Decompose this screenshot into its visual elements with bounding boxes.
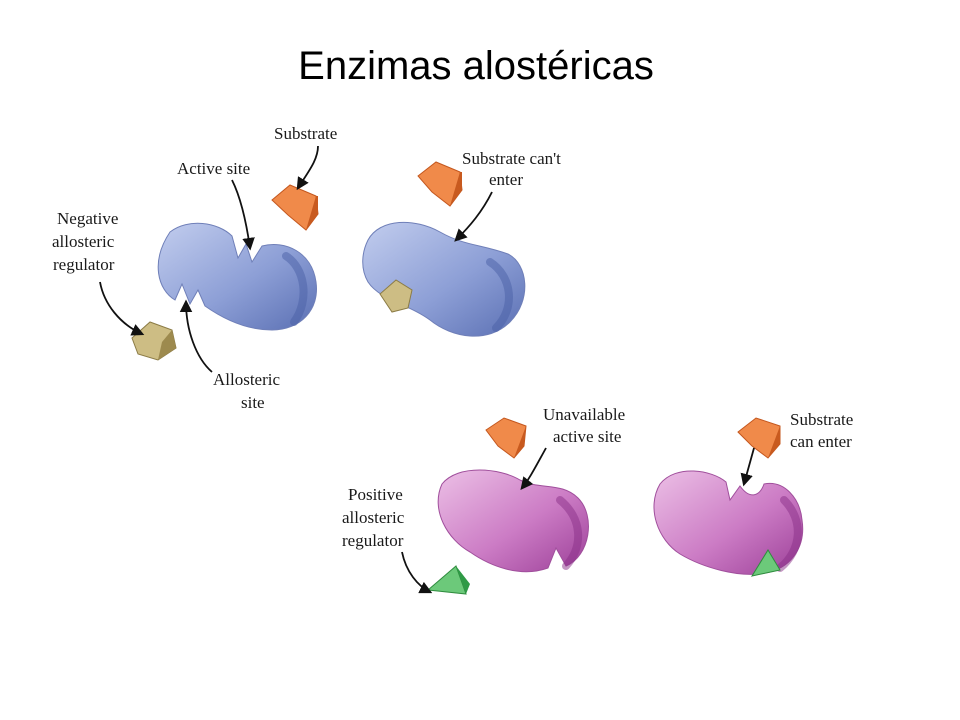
label-positive-regulator-1: Positive — [348, 485, 403, 504]
arrow-substrate-can-enter — [740, 447, 755, 487]
label-substrate-can-enter-1: Substrate — [790, 410, 853, 429]
enzyme-blue-open — [157, 222, 317, 331]
arrow-negative-regulator — [99, 281, 145, 336]
label-positive-regulator-3: regulator — [342, 531, 404, 550]
arrow-positive-regulator — [401, 551, 433, 594]
label-positive-regulator-2: allosteric — [342, 508, 405, 527]
label-substrate-cant-enter-1: Substrate can't — [462, 149, 561, 168]
enzyme-purple-inactive — [437, 469, 589, 573]
label-allosteric-site-1: Allosteric — [213, 370, 280, 389]
label-unavailable-1: Unavailable — [543, 405, 625, 424]
substrate-block-1 — [271, 184, 319, 231]
arrow-substrate — [296, 145, 319, 191]
enzyme-blue-closed — [362, 221, 526, 337]
positive-regulator-block — [426, 565, 470, 595]
arrow-allosteric-site — [179, 299, 213, 373]
label-negative-regulator-1: Negative — [57, 209, 118, 228]
negative-regulator-bound — [379, 279, 413, 313]
label-active-site: Active site — [177, 159, 250, 178]
arrow-substrate-cant-enter — [454, 191, 493, 242]
label-negative-regulator-3: regulator — [53, 255, 115, 274]
substrate-block-3 — [485, 417, 527, 459]
label-substrate: Substrate — [274, 124, 337, 143]
arrow-active-site — [231, 179, 255, 251]
enzyme-purple-active — [653, 470, 804, 575]
label-substrate-cant-enter-2: enter — [489, 170, 523, 189]
label-allosteric-site-2: site — [241, 393, 265, 412]
substrate-block-4 — [737, 417, 781, 459]
substrate-block-2 — [417, 161, 463, 207]
label-unavailable-2: active site — [553, 427, 621, 446]
slide-title: Enzimas alostéricas — [298, 44, 654, 88]
positive-regulator-bound — [750, 549, 781, 577]
arrow-unavailable-site — [520, 447, 547, 490]
label-negative-regulator-2: allosteric — [52, 232, 115, 251]
label-substrate-can-enter-2: can enter — [790, 432, 852, 451]
negative-regulator-block — [131, 321, 177, 361]
